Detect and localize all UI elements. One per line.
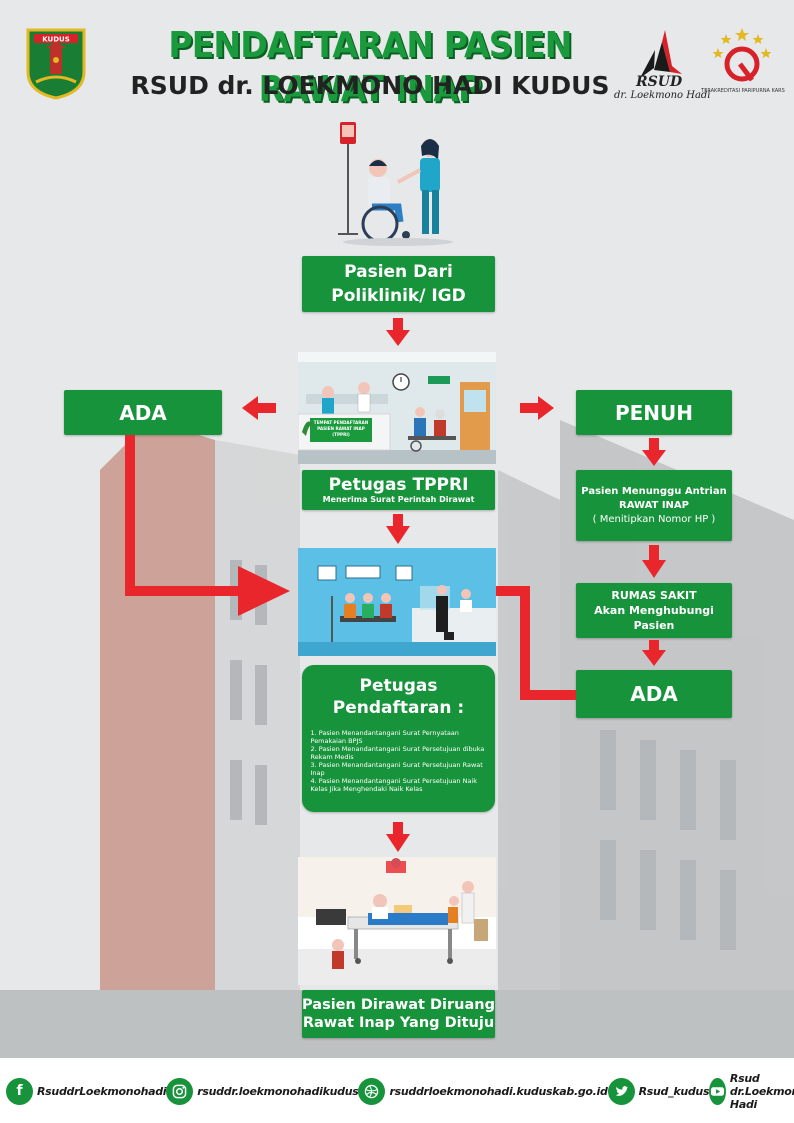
youtube-channel: Rsud dr.Loekmono Hadi (729, 1071, 794, 1111)
website-url: rsuddrloekmonohadi.kuduskab.go.id (389, 1084, 608, 1098)
antrian-box: Pasien Menunggu Antrian RAWAT INAP ( Men… (576, 470, 732, 541)
twitter-link[interactable]: Rsud_kudus (607, 1077, 710, 1105)
crest-label: KUDUS (42, 36, 70, 44)
ada-right-label: ADA (630, 682, 678, 706)
instagram-handle: rsuddr.loekmonohadikudus (197, 1084, 359, 1098)
pendaftaran-step: 4. Pasien Menandantangani Surat Persetuj… (310, 777, 478, 793)
antrian-line3: ( Menitipkan Nomor HP ) (592, 513, 716, 525)
facebook-icon: f (6, 1077, 33, 1105)
instagram-link[interactable]: rsuddr.loekmonohadikudus (166, 1077, 359, 1105)
rumah-sakit-line2: Akan Menghubungi Pasien (594, 604, 714, 632)
website-link[interactable]: rsuddrloekmonohadi.kuduskab.go.id (358, 1077, 608, 1105)
social-footer: f RsuddrLoekmonohadi rsuddr.loekmonohadi… (0, 1068, 794, 1114)
globe-icon (358, 1077, 386, 1105)
pendaftaran-title: Petugas Pendaftaran : (332, 676, 465, 718)
tppri-subtitle: Menerima Surat Perintah Dirawat (322, 495, 475, 504)
wheelchair-patient-illustration (338, 122, 453, 246)
poliklinik-box: Pasien Dari Poliklinik/ IGD (302, 256, 495, 312)
tppri-title: Petugas TPPRI (328, 475, 469, 495)
pendaftaran-steps: 1. Pasien Menandantangani Surat Pernyata… (311, 729, 487, 793)
ada-left-label: ADA (119, 400, 167, 425)
twitter-icon (607, 1077, 635, 1105)
dirawat-line2: Rawat Inap Yang Dituju (302, 1015, 495, 1031)
rsud-logo-text: RSUD (636, 74, 683, 90)
kars-accreditation-icon (712, 28, 772, 82)
dirawat-box: Pasien Dirawat Diruang Rawat Inap Yang D… (302, 990, 495, 1038)
pendaftaran-box: Petugas Pendaftaran : 1. Pasien Menandan… (302, 665, 495, 812)
inpatient-ward-illustration (298, 857, 496, 985)
rsud-logo-icon (640, 30, 682, 78)
rumah-sakit-box: RUMAS SAKIT Akan Menghubungi Pasien (576, 583, 732, 638)
poliklinik-label: Pasien Dari Poliklinik/ IGD (331, 262, 466, 306)
facebook-handle: RsuddrLoekmonohadi (37, 1084, 167, 1098)
tppri-counter-illustration: TEMPAT PENDAFTARAN PASIEN RAWAT INAP (TP… (298, 352, 496, 464)
ada-left-box: ADA (64, 390, 222, 435)
youtube-link[interactable]: Rsud dr.Loekmono Hadi (709, 1072, 794, 1111)
antrian-line2: RAWAT INAP (619, 499, 689, 511)
antrian-line1: Pasien Menunggu Antrian (581, 485, 727, 497)
page-subtitle: RSUD dr. LOEKMONO HADI KUDUS (130, 71, 610, 100)
youtube-icon (709, 1077, 726, 1105)
facebook-link[interactable]: f RsuddrLoekmonohadi (6, 1077, 167, 1105)
rumah-sakit-line1: RUMAS SAKIT (611, 589, 697, 602)
pendaftaran-step: 3. Pasien Menandantangani Surat Persetuj… (310, 761, 483, 777)
kudus-crest-icon: KUDUS (26, 28, 86, 100)
pendaftaran-step: 1. Pasien Menandantangani Surat Pernyata… (310, 729, 459, 745)
ada-right-box: ADA (576, 670, 732, 718)
penuh-box: PENUH (576, 390, 732, 435)
page-title: PENDAFTARAN PASIEN RAWAT INAP (168, 25, 572, 110)
tppri-box: Petugas TPPRI Menerima Surat Perintah Di… (302, 470, 495, 510)
penuh-label: PENUH (614, 400, 694, 425)
dirawat-line1: Pasien Dirawat Diruang (302, 997, 495, 1013)
registration-desk-illustration (298, 548, 496, 656)
tppri-sign: TEMPAT PENDAFTARAN PASIEN RAWAT INAP (TP… (313, 420, 369, 437)
pendaftaran-step: 2. Pasien Menandantangani Surat Persetuj… (310, 745, 485, 761)
kars-text: TERAKREDITASI PARIPURNA KARS (701, 88, 785, 94)
rsud-logo-subtext: dr. Loekmono Hadi (614, 90, 711, 101)
twitter-handle: Rsud_kudus (638, 1084, 710, 1098)
instagram-icon (166, 1077, 194, 1105)
